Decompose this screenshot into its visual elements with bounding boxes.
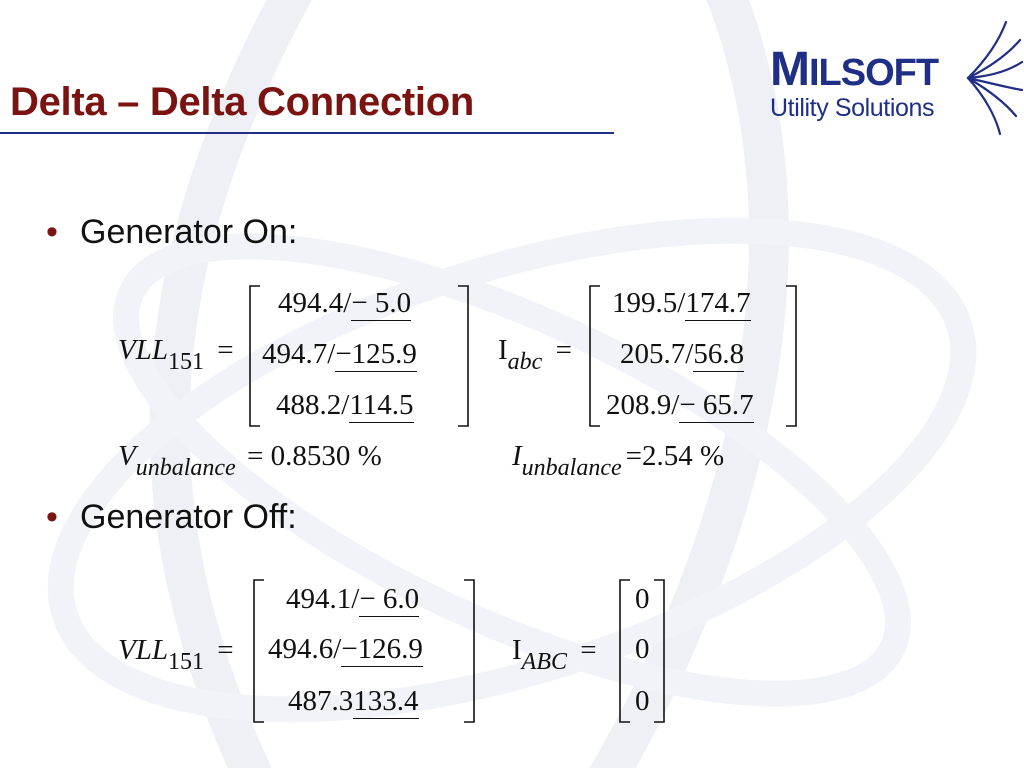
bullet-generator-off: • Generator Off: [46, 498, 297, 537]
angle: −125.9 [335, 338, 417, 372]
angle: 133.4 [353, 685, 419, 719]
bullet-dot: • [46, 498, 58, 536]
i-subscript: abc [507, 349, 543, 375]
angle: − 65.7 [679, 389, 754, 423]
magnitude: 494.1/ [286, 583, 360, 615]
logo-wordmark: MILSOFT [770, 43, 939, 97]
vll-subscript: 151 [167, 349, 204, 375]
vll-off-row-2: 494.6/−126.9 [268, 633, 423, 667]
equals-sign: = [555, 334, 572, 366]
v-subscript: unbalance [135, 455, 236, 481]
vll-symbol: VLL [118, 334, 168, 366]
iabc-on-matrix-brackets [589, 285, 797, 427]
magnitude: 208.9/ [606, 389, 680, 421]
slide-title: Delta – Delta Connection [10, 80, 474, 124]
vll-on-row-2: 494.7/−125.9 [262, 338, 417, 372]
swoosh-logo-icon [966, 20, 1024, 136]
angle: 174.7 [685, 287, 751, 321]
i-subscript: unbalance [521, 455, 622, 481]
vll-off-label: VLL151 = [118, 634, 234, 675]
magnitude: 494.7/ [262, 338, 336, 370]
iabc-on-row-2: 205.7/56.8 [620, 338, 745, 372]
heading-generator-off: Generator Off: [80, 498, 297, 536]
iabc-off-row-1: 0 [635, 583, 650, 615]
v-symbol: V [118, 440, 136, 472]
v-unbalance: Vunbalance = 0.8530 % [118, 440, 382, 481]
title-divider [0, 132, 614, 134]
angle: 56.8 [693, 338, 745, 372]
vll-off-matrix-brackets [253, 579, 475, 723]
iabc-off-row-2: 0 [635, 633, 650, 665]
equals-sign: = [625, 440, 643, 472]
magnitude: 494.4/ [278, 287, 352, 319]
vll-symbol: VLL [118, 634, 168, 666]
i-unbalance-value: 2.54 % [642, 440, 725, 472]
logo-wordmark-first: M [770, 43, 810, 96]
equals-sign: = [217, 634, 234, 666]
bullet-dot: • [46, 213, 58, 251]
i-unbalance: Iunbalance=2.54 % [512, 440, 725, 481]
vll-off-row-1: 494.1/− 6.0 [286, 583, 420, 617]
iabc-on-row-1: 199.5/174.7 [612, 287, 751, 321]
angle: 114.5 [349, 389, 414, 423]
iabc-off-matrix-brackets [619, 579, 665, 723]
vll-on-matrix-brackets [249, 285, 469, 427]
milsoft-logo: MILSOFT Utility Solutions [770, 18, 1024, 138]
i-subscript: ABC [521, 649, 567, 675]
equals-sign: = [246, 440, 264, 472]
magnitude: 487.3 [288, 685, 354, 717]
v-unbalance-value: 0.8530 % [270, 440, 382, 472]
iabc-on-row-3: 208.9/− 65.7 [606, 389, 754, 423]
angle: − 6.0 [359, 583, 420, 617]
magnitude: 199.5/ [612, 287, 686, 319]
equals-sign: = [217, 334, 234, 366]
angle: − 5.0 [351, 287, 412, 321]
equals-sign: = [580, 634, 597, 666]
logo-wordmark-rest: ILSOFT [808, 52, 939, 94]
iabc-off-row-3: 0 [635, 685, 650, 717]
vll-on-label: VLL151 = [118, 334, 234, 375]
iabc-off-label: IABC = [512, 634, 597, 675]
i-symbol: I [512, 634, 522, 666]
heading-generator-on: Generator On: [80, 213, 298, 251]
vll-subscript: 151 [167, 649, 204, 675]
bullet-generator-on: • Generator On: [46, 213, 297, 252]
angle: −126.9 [341, 633, 423, 667]
magnitude: 494.6/ [268, 633, 342, 665]
vll-off-row-3: 487.3133.4 [288, 685, 419, 719]
vll-on-row-3: 488.2/114.5 [276, 389, 414, 423]
i-symbol: I [512, 440, 522, 472]
magnitude: 205.7/ [620, 338, 694, 370]
logo-subtitle: Utility Solutions [770, 94, 935, 122]
iabc-on-label: Iabc = [498, 334, 572, 375]
vll-on-row-1: 494.4/− 5.0 [278, 287, 412, 321]
i-symbol: I [498, 334, 508, 366]
magnitude: 488.2/ [276, 389, 350, 421]
